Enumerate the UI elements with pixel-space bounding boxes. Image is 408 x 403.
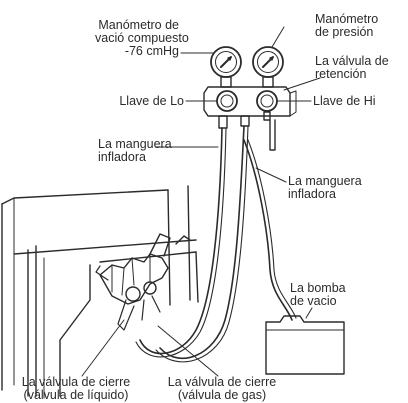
charging-hose-right-label: La manguera infladora (288, 174, 362, 201)
hi-valve-label: Llave de Hi (313, 94, 376, 108)
leader-lines (81, 26, 321, 377)
service-valves (95, 233, 191, 331)
pressure-gauge-label: Manómetro de presión (315, 12, 379, 39)
manifold-body (203, 86, 297, 129)
vacuum-pump-label: La bomba de vacio (290, 281, 346, 308)
outdoor-unit (1, 185, 199, 399)
charging-hose-left-label: La manguera infladora (98, 137, 172, 164)
compound-gauge-label: Manómetro de vació compuesto -76 cmHg (95, 18, 189, 58)
vacuum-pump-hose (243, 139, 297, 321)
vacuum-pump (265, 315, 345, 375)
lo-valve-label: Llave de Lo (119, 94, 184, 108)
check-valve-tube (269, 119, 276, 151)
liquid-valve-label: La válvula de cierre (válvula de líquido… (21, 375, 131, 402)
compound-gauge (210, 46, 242, 88)
check-valve-label: La válvula de retención (315, 54, 389, 81)
gas-valve-label: La válvula de cierre (válvula de gas) (167, 375, 277, 402)
charging-hose-right (155, 125, 249, 363)
pressure-gauge (252, 46, 284, 88)
